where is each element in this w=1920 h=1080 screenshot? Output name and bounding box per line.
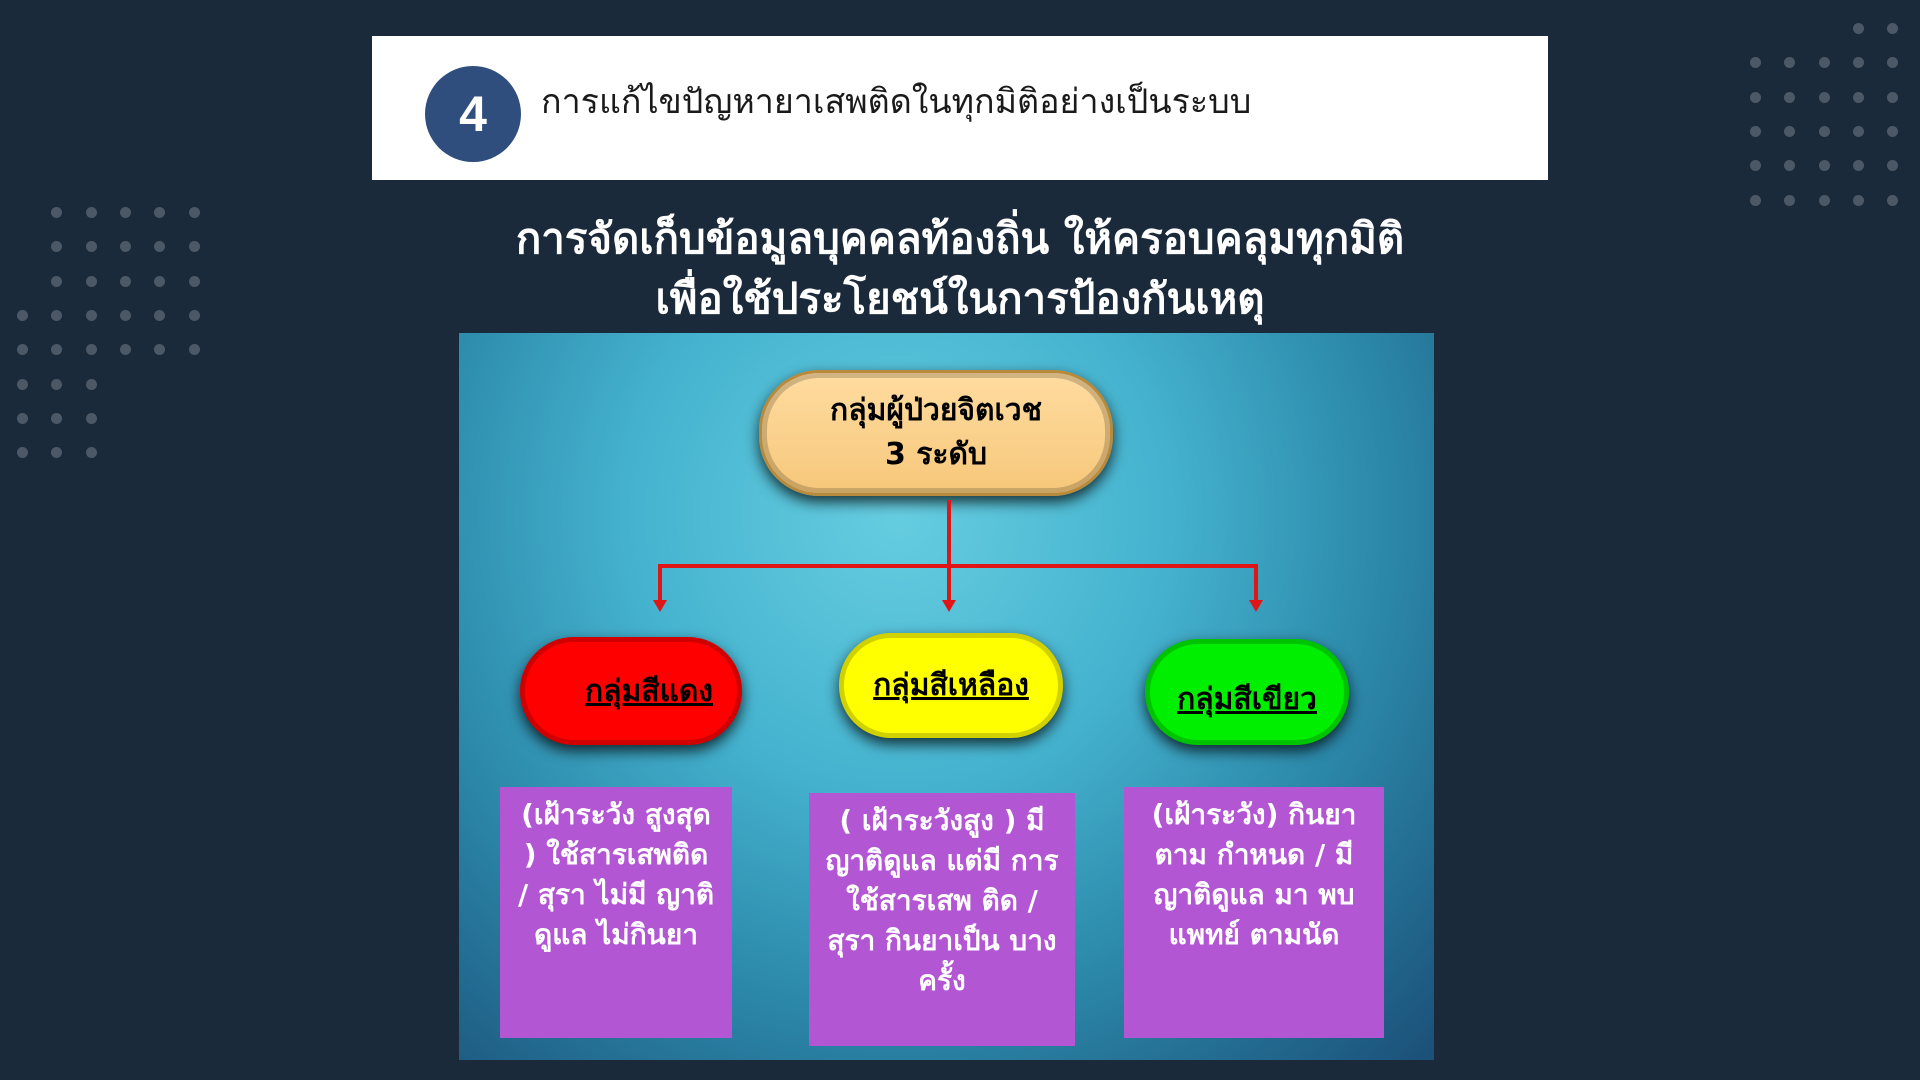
connector-right xyxy=(1254,564,1258,602)
connector-left xyxy=(658,564,662,602)
root-node: กลุ่มผู้ป่วยจิตเวช 3 ระดับ xyxy=(759,370,1113,496)
dot xyxy=(17,344,28,356)
dot xyxy=(85,309,97,321)
dot xyxy=(51,309,63,321)
dot xyxy=(17,447,28,459)
dot xyxy=(85,275,97,287)
dot xyxy=(1887,23,1899,34)
section-title: การแก้ไขปัญหายาเสพติดในทุกมิติอย่างเป็นร… xyxy=(541,82,1252,122)
dot xyxy=(1887,160,1899,172)
group-yellow-description: ( เฝ้าระวังสูง ) มีญาติดูแล แต่มี การใช้… xyxy=(809,793,1075,1046)
group-red-description: (เฝ้าระวัง สูงสุด ) ใช้สารเสพติด / สุรา … xyxy=(500,787,732,1038)
dot xyxy=(1750,91,1761,103)
dot xyxy=(1852,194,1864,206)
root-node-line-2: 3 ระดับ xyxy=(884,437,988,472)
dot xyxy=(1784,57,1796,69)
dot xyxy=(1750,194,1761,206)
dot xyxy=(51,412,63,424)
dot xyxy=(1818,160,1830,172)
dot xyxy=(1852,91,1864,103)
dot xyxy=(119,344,131,356)
dot xyxy=(154,344,166,356)
dot xyxy=(17,378,28,390)
dot xyxy=(1750,57,1761,69)
dot xyxy=(1818,194,1830,206)
dot xyxy=(51,275,63,287)
dot xyxy=(1852,125,1864,137)
group-green-description: (เฝ้าระวัง) กินยาตาม กำหนด / มีญาติดูแล … xyxy=(1124,787,1384,1038)
dot xyxy=(188,275,200,287)
group-green-label: กลุ่มสีเขียว xyxy=(1177,681,1317,717)
dot xyxy=(51,378,63,390)
group-yellow: กลุ่มสีเหลือง xyxy=(839,633,1063,738)
arrow-down-icon xyxy=(1249,600,1263,612)
dot xyxy=(85,241,97,253)
connector-horizontal xyxy=(658,564,1258,568)
group-green: กลุ่มสีเขียว xyxy=(1145,639,1349,745)
dot xyxy=(1887,194,1899,206)
group-yellow-label: กลุ่มสีเหลือง xyxy=(873,668,1029,703)
dot xyxy=(188,207,200,218)
group-red-label: กลุ่มสีแดง xyxy=(584,673,714,709)
group-red: กลุ่มสีแดง xyxy=(520,637,742,745)
section-header xyxy=(372,36,1548,180)
dot xyxy=(1852,57,1864,69)
dot xyxy=(1750,160,1761,172)
dot xyxy=(1784,125,1796,137)
dot xyxy=(119,207,131,218)
dot xyxy=(1887,91,1899,103)
step-number-badge: 4 xyxy=(425,66,521,162)
arrow-down-icon xyxy=(653,600,667,612)
dot xyxy=(1852,160,1864,172)
dot xyxy=(1818,57,1830,69)
connector-vertical xyxy=(947,500,951,602)
dot xyxy=(154,275,166,287)
dot xyxy=(1818,125,1830,137)
dot xyxy=(85,378,97,390)
subtitle-line-1: การจัดเก็บข้อมูลบุคคลท้องถิ่น ให้ครอบคลุ… xyxy=(515,214,1405,263)
dot xyxy=(51,207,63,218)
dot xyxy=(85,447,97,459)
dot xyxy=(1750,125,1761,137)
root-node-line-1: กลุ่มผู้ป่วยจิตเวช xyxy=(830,393,1042,428)
dot xyxy=(51,447,63,459)
dot xyxy=(119,309,131,321)
dot xyxy=(85,344,97,356)
dot xyxy=(119,275,131,287)
dot xyxy=(1852,23,1864,34)
dot xyxy=(85,207,97,218)
dot xyxy=(154,309,166,321)
dot xyxy=(188,344,200,356)
dot xyxy=(1784,91,1796,103)
dot xyxy=(51,241,63,253)
dot xyxy=(1887,57,1899,69)
dot xyxy=(188,309,200,321)
dot xyxy=(154,207,166,218)
subtitle-line-2: เพื่อใช้ประโยชน์ในการป้องกันเหตุ xyxy=(655,274,1265,323)
dot xyxy=(1818,91,1830,103)
arrow-down-icon xyxy=(942,600,956,612)
dot xyxy=(1784,160,1796,172)
dot xyxy=(51,344,63,356)
dot xyxy=(154,241,166,253)
dot xyxy=(17,412,28,424)
dot xyxy=(119,241,131,253)
dot xyxy=(17,309,28,321)
dot xyxy=(85,412,97,424)
dot xyxy=(1887,125,1899,137)
dot xyxy=(1784,194,1796,206)
dot xyxy=(188,241,200,253)
